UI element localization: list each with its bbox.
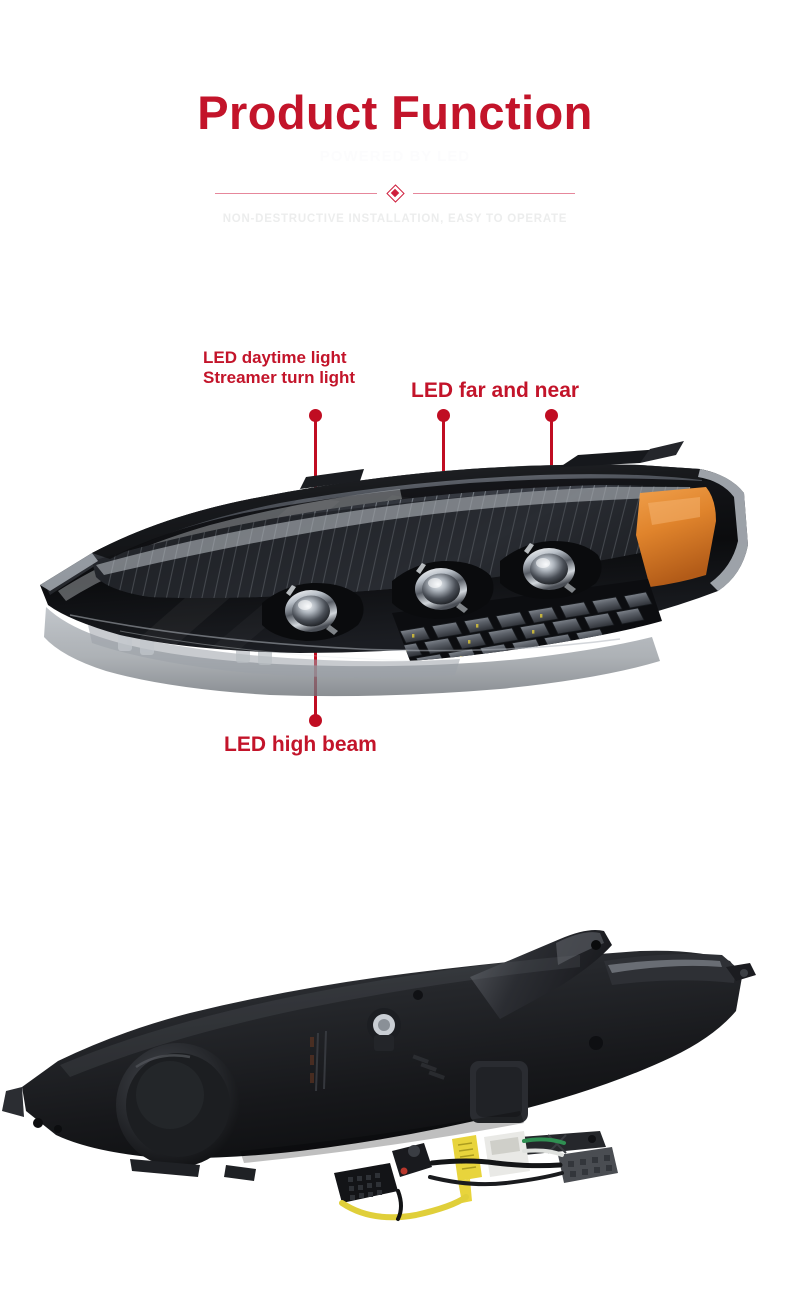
housing-sheen-top: [60, 955, 580, 1077]
left-chrome-tip: [40, 553, 98, 591]
bracket-hole: [588, 1135, 596, 1143]
callout-daytime-line2: Streamer turn light: [203, 367, 356, 387]
barrel-cap: [408, 1145, 420, 1157]
page-subtitle: NON-DESTRUCTIVE INSTALLATION, EASY TO OP…: [222, 213, 568, 225]
upper-fin-highlight: [556, 932, 604, 965]
callout-daytime-line1: LED daytime light: [203, 348, 347, 367]
upper-shroud: [92, 464, 732, 559]
wire-yellow-main: [339, 1194, 469, 1221]
outer-chrome-trim: [698, 469, 748, 591]
callout-label-high-beam: LED high beam: [224, 733, 377, 756]
callout-label-daytime: LED daytime light Streamer turn light: [203, 348, 355, 388]
lower-trim-line: [69, 614, 621, 652]
projector-lens-2: [392, 560, 494, 619]
label-tag-yellow: [452, 1135, 482, 1181]
left-mount-ear: [2, 1087, 24, 1117]
amber-highlight: [648, 497, 700, 525]
leader-dot-high-beam: [309, 714, 322, 727]
connector-white-face: [490, 1137, 520, 1155]
connector-white: [484, 1131, 530, 1177]
bottom-pad-left: [130, 1159, 200, 1177]
wire-black-1: [429, 1158, 563, 1169]
bottom-pad-mid: [224, 1165, 256, 1181]
lower-trim-line-2: [119, 630, 421, 662]
molded-marking: [412, 1054, 445, 1080]
lower-housing-sheen: [88, 625, 460, 678]
vent-port-2: [589, 1036, 603, 1050]
projector-lenses: [262, 540, 602, 641]
divider: [197, 181, 593, 207]
wiring-harness: [334, 1131, 618, 1221]
wire-green: [522, 1137, 566, 1145]
projector-lens-1: [262, 582, 364, 641]
callout-label-far-near: LED far and near: [411, 379, 580, 402]
wire-black-stub: [396, 1189, 403, 1221]
mounting-tabs: [300, 441, 684, 489]
connector-grey-pins: [568, 1155, 612, 1177]
bulb-cover-sheen: [135, 1054, 191, 1069]
molding-marks: [310, 1037, 314, 1083]
adjuster-base: [374, 1035, 394, 1051]
divider-rule-left: [215, 193, 377, 194]
page-title: Product Function: [197, 86, 593, 139]
wire-white: [522, 1148, 564, 1157]
headlight-rear-illustration: [2, 930, 756, 1221]
vent-port-1: [413, 990, 423, 1000]
lower-housing: [44, 607, 660, 697]
leader-dot-far-near: [437, 409, 450, 422]
leader-dot-near: [545, 409, 558, 422]
red-terminal: [400, 1167, 408, 1175]
ribbed-molding: [315, 1030, 327, 1092]
left-mount-hole: [33, 1118, 43, 1128]
fin-bolt-hole: [591, 940, 601, 950]
projector-lens-3: [500, 540, 602, 599]
headlight-front-illustration: [40, 441, 748, 697]
housing-shadow-bottom: [240, 1111, 524, 1163]
leader-dot-daytime: [309, 409, 322, 422]
connector-main: [334, 1163, 398, 1203]
page-header: POWERED BY LED Product Function NON-DEST…: [0, 0, 790, 250]
adjuster-screw-head: [378, 1019, 390, 1031]
rail-bolt: [740, 969, 748, 977]
connector-pins: [348, 1173, 382, 1200]
wire-black-2: [428, 1171, 564, 1187]
divider-rule-right: [413, 193, 575, 194]
bulb-cover-boss: [136, 1061, 204, 1129]
rear-cap-square-inner: [476, 1067, 522, 1117]
headlight-front-photo: [0, 425, 790, 725]
top-rail-highlight: [608, 959, 722, 973]
headlight-rear-photo: [0, 915, 790, 1245]
left-mount-hole-2: [54, 1125, 62, 1133]
header-watermark: POWERED BY LED: [319, 148, 471, 165]
